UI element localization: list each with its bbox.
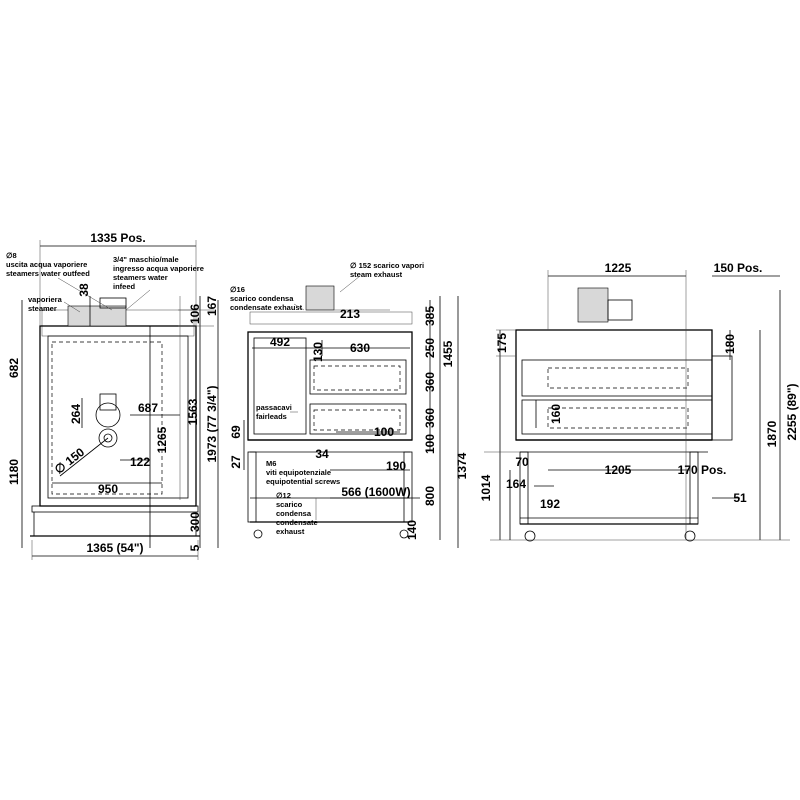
note-cond12-5: exhaust (276, 527, 305, 536)
right-view: 1225 150 Pos. 175 180 160 1870 2255 (89"… (479, 261, 799, 542)
dim-360b: 360 (423, 408, 437, 428)
note-outfeed-3: steamers water outfeed (6, 269, 90, 278)
dim-1870: 1870 (765, 420, 779, 447)
dim-122: 122 (130, 455, 150, 469)
dim-2255: 2255 (89") (785, 383, 799, 440)
dim-360a: 360 (423, 372, 437, 392)
dim-250: 250 (423, 338, 437, 358)
dim-width-bottom: 1365 (54") (86, 541, 143, 555)
front-view: 1335 Pos. 1365 (54") 682 1180 1973 (77 3… (6, 231, 219, 560)
dim-height-1265: 1265 (155, 426, 169, 453)
dim-1205: 1205 (605, 463, 632, 477)
dim-34: 34 (315, 447, 329, 461)
note-infeed-1: 3/4" maschio/male (113, 255, 179, 264)
dim-160: 160 (549, 404, 563, 424)
dim-492: 492 (270, 335, 290, 349)
dim-175: 175 (495, 333, 509, 353)
note-exhaust-2: steam exhaust (350, 270, 403, 279)
dim-5: 5 (188, 544, 202, 551)
dim-1374: 1374 (455, 452, 469, 479)
note-cond12-2: scarico (276, 500, 303, 509)
note-m6-1: M6 (266, 459, 276, 468)
dim-300: 300 (188, 512, 202, 532)
dim-170pos: 170 Pos. (678, 463, 727, 477)
dim-687: 687 (138, 401, 158, 415)
dim-100b: 100 (374, 425, 394, 439)
dim-1225: 1225 (605, 261, 632, 275)
dim-38: 38 (77, 283, 91, 297)
dim-1455: 1455 (441, 340, 455, 367)
dim-height-1563: 1563 (186, 398, 200, 425)
dim-100a: 100 (423, 434, 437, 454)
dim-164: 164 (506, 477, 526, 491)
note-cond16-3: condensate exhaust (230, 303, 303, 312)
dim-106: 106 (188, 304, 202, 324)
dim-566: 566 (1600W) (341, 485, 410, 499)
dim-69: 69 (229, 425, 243, 439)
dim-264: 264 (69, 404, 83, 424)
note-fairleads-1: passacavi (256, 403, 292, 412)
note-infeed-2: ingresso acqua vaporiere (113, 264, 204, 273)
note-cond12-1: ∅12 (276, 491, 291, 500)
note-infeed-3: steamers water (113, 273, 168, 282)
note-outfeed-1: ∅8 (6, 251, 17, 260)
dim-width-top: 1335 Pos. (90, 231, 145, 245)
note-m6-3: equipotential screws (266, 477, 340, 486)
dim-150: ∅ 150 (52, 445, 88, 477)
note-steamer-2: steamer (28, 304, 57, 313)
note-outfeed-2: uscita acqua vaporiere (6, 260, 87, 269)
note-infeed-4: infeed (113, 282, 136, 291)
dim-height-682: 682 (7, 358, 21, 378)
dim-800: 800 (423, 486, 437, 506)
dim-150pos: 150 Pos. (714, 261, 763, 275)
dim-950: 950 (98, 482, 118, 496)
dim-height-1973: 1973 (77 3/4") (205, 385, 219, 462)
note-steamer-1: vaporiera (28, 295, 63, 304)
dim-213: 213 (340, 307, 360, 321)
note-cond12-3: condensa (276, 509, 312, 518)
dim-1014: 1014 (479, 474, 493, 501)
dim-190: 190 (386, 459, 406, 473)
dim-130: 130 (311, 342, 325, 362)
dim-51: 51 (733, 491, 747, 505)
note-exhaust-1: ∅ 152 scarico vapori (350, 261, 424, 270)
dim-167: 167 (205, 296, 219, 316)
dim-27: 27 (229, 455, 243, 469)
dim-70: 70 (515, 455, 529, 469)
dim-140: 140 (405, 520, 419, 540)
note-cond12-4: condensate (276, 518, 318, 527)
note-cond16-1: ∅16 (230, 285, 245, 294)
note-m6-2: viti equipotenziale (266, 468, 331, 477)
dim-height-1180: 1180 (7, 459, 21, 485)
note-cond16-2: scarico condensa (230, 294, 294, 303)
dim-630: 630 (350, 341, 370, 355)
note-fairleads-2: fairleads (256, 412, 287, 421)
dim-192: 192 (540, 497, 560, 511)
dim-385: 385 (423, 306, 437, 326)
side-view: ∅ 152 scarico vapori steam exhaust ∅16 s… (229, 261, 469, 548)
dim-180: 180 (723, 334, 737, 354)
